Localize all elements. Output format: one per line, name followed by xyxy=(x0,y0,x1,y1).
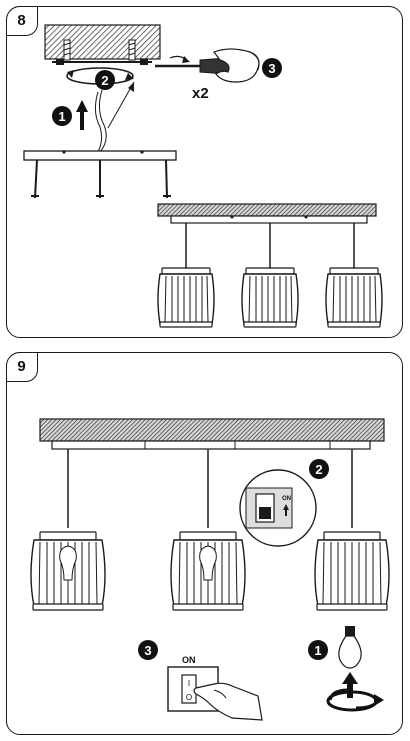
step9-callout-2: 2 xyxy=(315,462,322,477)
lamp-shade-step9-1 xyxy=(30,531,106,611)
step8-callout-3: 3 xyxy=(268,61,275,76)
ceiling-screw-right-icon xyxy=(128,39,136,61)
step8-callout-1: 1 xyxy=(58,109,65,124)
light-bulb-icon xyxy=(338,626,362,669)
mounting-bracket xyxy=(52,59,152,65)
step-number-9: 9 xyxy=(5,351,38,382)
step8-callout-2: 2 xyxy=(101,73,108,88)
lamp-shade-step9-2 xyxy=(170,531,246,611)
lamp-shade-step9-3 xyxy=(314,531,390,611)
ceiling-block-step9 xyxy=(39,418,385,442)
canopy-bar-installed xyxy=(170,215,368,224)
screwdriver-hand-icon xyxy=(155,48,260,83)
switch-on-label: ON xyxy=(182,655,196,665)
lamp-shade-2 xyxy=(241,267,299,328)
ceiling-block-installed xyxy=(157,203,377,217)
lamp-shade-1 xyxy=(157,267,215,328)
step9-callout-3: 3 xyxy=(144,643,151,658)
switch-mark-off: O xyxy=(186,693,192,702)
switch-magnifier: ON xyxy=(239,469,317,547)
step9-callout-1: 1 xyxy=(314,643,321,658)
canopy-bar-lifted xyxy=(23,150,177,199)
rotate-screw-in-icon xyxy=(326,672,384,712)
pointing-hand-icon xyxy=(193,682,263,721)
up-arrow-icon xyxy=(76,100,88,130)
lamp-shade-3 xyxy=(325,267,383,328)
multiplier-label: x2 xyxy=(192,85,209,102)
ceiling-block xyxy=(44,24,161,60)
magnifier-on-label: ON xyxy=(282,496,291,502)
switch-mark-on: I xyxy=(188,679,190,688)
ceiling-screw-left-icon xyxy=(63,39,71,61)
step-number-8: 8 xyxy=(5,5,38,36)
canopy-bar-step9 xyxy=(51,440,371,450)
